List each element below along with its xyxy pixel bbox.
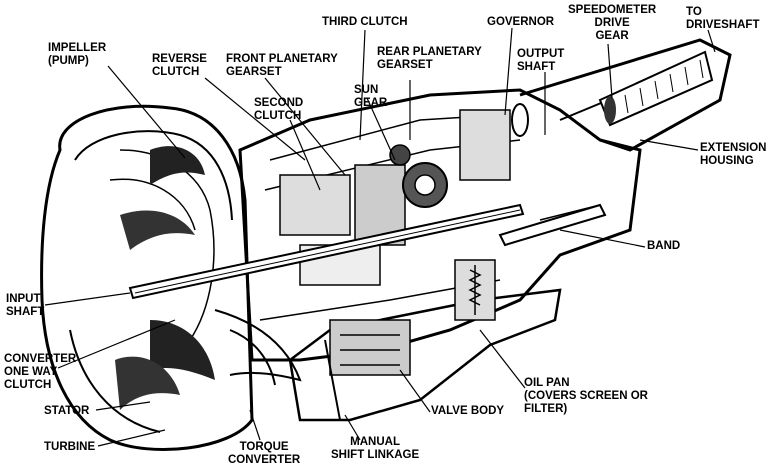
label-extension-housing-line2: HOUSING	[700, 155, 754, 167]
label-second-clutch-line2: CLUTCH	[254, 110, 302, 122]
label-oil-pan: OIL PAN (COVERS SCREEN OR FILTER)	[524, 377, 648, 416]
label-rear-planetary-line2: GEARSET	[377, 59, 433, 71]
label-driveshaft-line2: DRIVESHAFT	[686, 19, 760, 31]
label-converter-clutch-line3: CLUTCH	[4, 379, 52, 391]
label-impeller-line1: IMPELLER	[48, 42, 107, 54]
label-speedometer-line3: GEAR	[595, 30, 629, 42]
label-second-clutch-line1: SECOND	[254, 97, 304, 109]
extension-housing	[511, 38, 732, 152]
label-manual-shift: MANUAL SHIFT LINKAGE	[331, 436, 419, 462]
label-input-shaft: INPUT SHAFT	[6, 293, 44, 319]
label-band: BAND	[647, 240, 681, 252]
label-input-shaft-line2: SHAFT	[6, 306, 45, 318]
label-governor: GOVERNOR	[487, 16, 555, 28]
label-front-planetary-line1: FRONT PLANETARY	[226, 53, 338, 65]
label-impeller: IMPELLER (PUMP)	[48, 42, 106, 68]
label-sun-gear-line2: GEAR	[354, 97, 388, 109]
label-torque-converter: TORQUE CONVERTER	[228, 441, 300, 467]
converter-internals	[115, 146, 302, 410]
label-third-clutch: THIRD CLUTCH	[322, 16, 408, 28]
label-speedometer-line1: SPEEDOMETER	[568, 4, 657, 16]
leader-lines	[44, 27, 716, 447]
label-valve-body: VALVE BODY	[431, 405, 505, 417]
label-output-shaft: OUTPUT SHAFT	[517, 48, 564, 74]
label-impeller-line2: (PUMP)	[48, 55, 89, 67]
label-stator: STATOR	[44, 405, 90, 417]
label-front-planetary: FRONT PLANETARY GEARSET	[226, 53, 338, 79]
label-turbine: TURBINE	[44, 441, 96, 453]
label-output-shaft-line2: SHAFT	[517, 61, 556, 73]
label-reverse-clutch-line2: CLUTCH	[152, 66, 200, 78]
label-output-shaft-line1: OUTPUT	[517, 48, 565, 60]
lower-assembly	[288, 203, 607, 422]
label-speedometer-line2: DRIVE	[594, 17, 630, 29]
label-rear-planetary-line1: REAR PLANETARY	[377, 46, 482, 58]
label-second-clutch: SECOND CLUTCH	[254, 97, 303, 123]
label-sun-gear: SUN GEAR	[354, 84, 387, 110]
label-driveshaft: TO DRIVESHAFT	[686, 6, 759, 32]
label-reverse-clutch-line1: REVERSE	[152, 53, 207, 65]
main-shaft	[128, 203, 525, 300]
transmission-case	[238, 88, 642, 362]
label-speedometer: SPEEDOMETER DRIVE GEAR	[568, 4, 656, 43]
label-oil-pan-line2: (COVERS SCREEN OR	[524, 390, 648, 402]
label-converter-clutch-line1: CONVERTER	[4, 353, 77, 365]
label-rear-planetary: REAR PLANETARY GEARSET	[377, 46, 482, 72]
label-extension-housing: EXTENSION HOUSING	[700, 142, 766, 168]
label-sun-gear-line1: SUN	[354, 84, 379, 96]
label-oil-pan-line3: FILTER)	[524, 403, 568, 415]
label-torque-converter-line2: CONVERTER	[228, 454, 301, 466]
label-reverse-clutch: REVERSE CLUTCH	[152, 53, 207, 79]
label-torque-converter-line1: TORQUE	[239, 441, 289, 453]
label-converter-clutch-line2: ONE WAY	[4, 366, 58, 378]
label-extension-housing-line1: EXTENSION	[700, 142, 767, 154]
label-front-planetary-line2: GEARSET	[226, 66, 282, 78]
label-driveshaft-line1: TO	[686, 6, 702, 18]
label-oil-pan-line1: OIL PAN	[524, 377, 570, 389]
label-input-shaft-line1: INPUT	[6, 293, 41, 305]
label-manual-shift-line1: MANUAL	[350, 436, 400, 448]
label-converter-clutch: CONVERTER ONE WAY CLUTCH	[4, 353, 76, 392]
label-manual-shift-line2: SHIFT LINKAGE	[331, 449, 420, 461]
